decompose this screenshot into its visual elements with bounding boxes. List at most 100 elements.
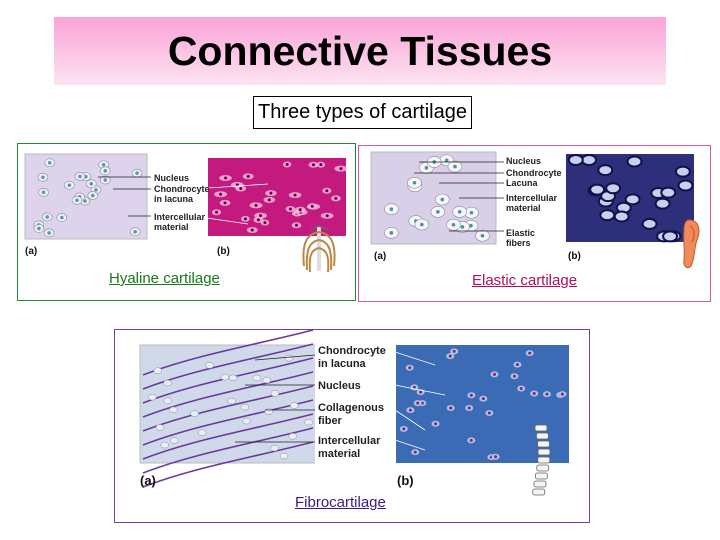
photo-lacuna xyxy=(605,182,622,195)
photo-nucleus xyxy=(256,218,260,222)
cell-nucleus xyxy=(133,229,137,234)
photo-nucleus xyxy=(219,192,223,196)
photo-nucleus xyxy=(519,386,523,390)
vertebra xyxy=(537,456,551,464)
cell-nucleus xyxy=(37,226,41,231)
elastic-cartilage-label: Elastic cartilage xyxy=(472,272,578,289)
photo-lacuna xyxy=(641,217,658,230)
photo-nucleus xyxy=(298,208,302,212)
lacuna xyxy=(270,444,279,452)
photo-nucleus xyxy=(528,351,532,355)
hyaline-panel: Nucleus Chondrocyte in lacuna Intercellu… xyxy=(17,143,356,301)
collagen-fiber xyxy=(142,413,314,460)
photo-nucleus xyxy=(545,392,549,396)
cell-nucleus xyxy=(103,178,108,182)
panel-a-tag: (a) xyxy=(374,251,386,262)
photo-lacuna xyxy=(626,155,643,168)
photo-nucleus xyxy=(481,397,485,401)
lacuna xyxy=(163,397,172,404)
cell-nucleus xyxy=(101,162,106,167)
photo-nucleus xyxy=(319,163,323,167)
photo-nucleus xyxy=(494,455,498,459)
ear-icon xyxy=(683,219,700,269)
photo-nucleus xyxy=(469,393,473,397)
lacuna xyxy=(264,408,274,415)
lacuna xyxy=(147,393,157,401)
lacuna xyxy=(240,403,250,411)
photo-nucleus xyxy=(413,450,417,454)
photo-lacuna xyxy=(599,209,616,222)
cell-nucleus xyxy=(94,188,98,192)
photo-nucleus xyxy=(449,406,453,410)
label-collagenous: Collagenous xyxy=(318,402,384,414)
cell-nucleus xyxy=(67,183,72,188)
lacuna xyxy=(284,354,294,362)
elastic-panel: Nucleus Chondrocyte Lacuna Intercellular… xyxy=(358,145,711,302)
photo-nucleus xyxy=(293,193,297,197)
lacuna xyxy=(279,452,289,460)
lacuna xyxy=(169,437,179,444)
cell-nucleus xyxy=(457,210,462,214)
lacuna xyxy=(190,410,199,417)
cell-nucleus xyxy=(41,175,45,180)
collagen-fiber xyxy=(142,330,314,376)
photo-nucleus xyxy=(259,214,263,218)
photo-nucleus xyxy=(469,438,473,442)
photo-nucleus xyxy=(224,176,228,180)
panel-b-tag: (b) xyxy=(217,246,230,257)
hyaline-figure: Nucleus Chondrocyte in lacuna Intercellu… xyxy=(24,153,348,273)
cell-nucleus xyxy=(420,222,424,227)
photo-nucleus xyxy=(487,411,491,415)
photo-nucleus xyxy=(452,349,456,353)
photo-nucleus xyxy=(246,174,250,178)
vertebra xyxy=(536,432,549,440)
cell-nucleus xyxy=(103,169,108,173)
cell-nucleus xyxy=(444,158,449,163)
vertebra xyxy=(534,424,548,432)
collagen-fiber xyxy=(142,343,314,390)
label-chondrocyte: Chondrocyte xyxy=(318,345,386,357)
cell-nucleus xyxy=(480,233,485,238)
label-intercellular: Intercellular xyxy=(154,212,206,222)
cell-nucleus xyxy=(436,210,440,214)
cell-nucleus xyxy=(41,190,46,195)
elastic-photo-cells xyxy=(567,153,694,243)
lacuna xyxy=(163,379,172,387)
photo-lacuna xyxy=(624,193,641,206)
photo-nucleus xyxy=(311,163,315,167)
lacuna xyxy=(228,374,238,382)
photo-nucleus xyxy=(325,214,329,218)
label-nucleus: Nucleus xyxy=(154,173,189,183)
photo-nucleus xyxy=(288,207,292,211)
photo-nucleus xyxy=(254,203,258,207)
photo-nucleus xyxy=(515,363,519,367)
label-material: material xyxy=(506,203,541,213)
label-material: material xyxy=(318,448,360,460)
photo-nucleus xyxy=(560,392,564,396)
label-intercellular: Intercellular xyxy=(506,193,558,203)
photo-nucleus xyxy=(532,392,536,396)
lacuna xyxy=(304,418,313,426)
cell-nucleus xyxy=(451,222,456,227)
photo-nucleus xyxy=(493,372,497,376)
cell-nucleus xyxy=(45,215,50,219)
photo-nucleus xyxy=(267,198,271,202)
lacuna xyxy=(160,441,169,449)
cell-nucleus xyxy=(83,199,87,203)
photo-nucleus xyxy=(448,354,452,358)
photo-nucleus xyxy=(243,217,247,221)
photo-nucleus xyxy=(285,163,289,167)
label-material: material xyxy=(154,222,189,232)
lacuna xyxy=(242,417,251,425)
cell-nucleus xyxy=(47,231,51,235)
photo-nucleus xyxy=(467,406,471,410)
fibro-fibers xyxy=(142,330,314,488)
label-nucleus: Nucleus xyxy=(318,380,361,392)
label-fiber: fiber xyxy=(318,415,343,427)
photo-nucleus xyxy=(408,408,412,412)
collagen-fiber xyxy=(142,441,314,488)
cell-nucleus xyxy=(469,223,473,228)
cell-nucleus xyxy=(78,174,82,179)
photo-nucleus xyxy=(512,374,516,378)
photo-lacuna xyxy=(567,153,584,166)
